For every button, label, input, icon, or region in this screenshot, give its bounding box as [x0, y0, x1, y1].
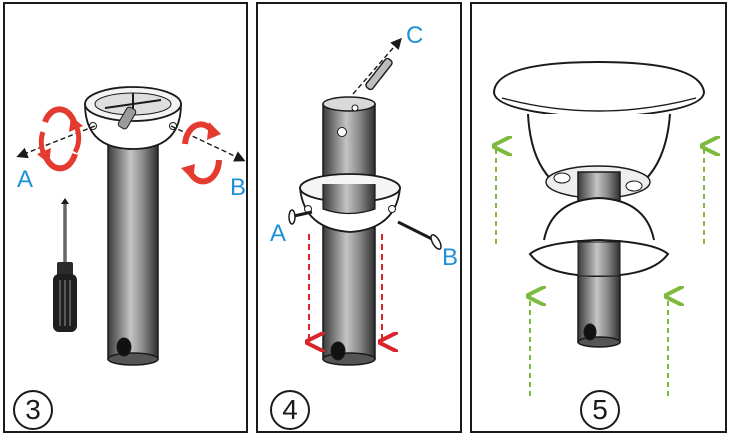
canopy-ring — [299, 173, 401, 233]
label-b: B — [230, 174, 247, 201]
step-3-panel: A B 3 — [3, 2, 248, 433]
step-4-illustration — [288, 37, 442, 366]
rotate-head-left-icon — [69, 116, 83, 132]
axis-a-arrow — [16, 125, 96, 159]
label-c: C — [406, 22, 424, 49]
step-5-illustration — [472, 60, 727, 396]
ceiling-canopy — [492, 60, 706, 202]
label-b: B — [442, 244, 459, 271]
canopy-cover — [528, 196, 670, 278]
label-a: A — [270, 220, 287, 247]
hanger-cup — [84, 86, 182, 150]
step-4-panel: C A B 4 — [256, 2, 462, 433]
step-number-badge: 4 — [270, 390, 310, 430]
pipe-hole — [116, 337, 132, 357]
step-3-illustration — [16, 86, 246, 366]
downrod-pipe — [107, 133, 159, 366]
label-a: A — [17, 166, 34, 193]
step-number-badge: 3 — [13, 390, 53, 430]
pipe-hole — [583, 323, 597, 341]
rotate-head-right-icon — [207, 122, 221, 140]
axis-c-arrow — [352, 37, 402, 95]
bolt-a-icon — [288, 209, 313, 225]
screwdriver-icon — [53, 198, 77, 332]
axis-b-arrow — [170, 125, 246, 162]
bolt-b-icon — [397, 220, 442, 250]
pipe-hole — [330, 341, 346, 361]
step-number-badge: 5 — [580, 390, 620, 430]
pin-icon — [365, 57, 393, 91]
step-5-panel: 5 — [470, 2, 727, 433]
